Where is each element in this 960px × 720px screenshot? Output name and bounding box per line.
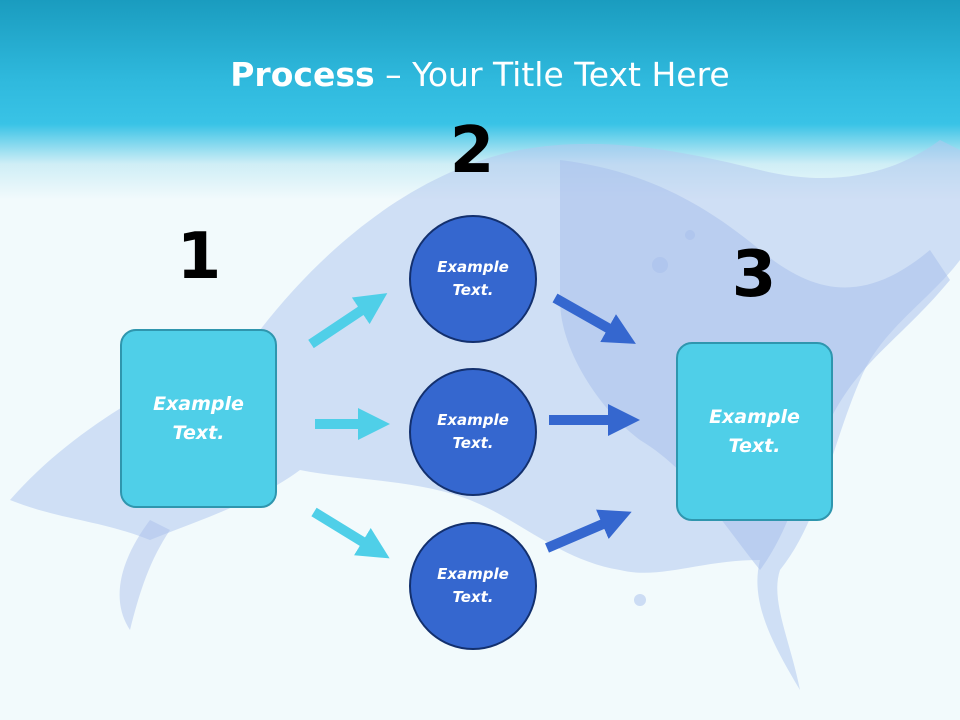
arrow-1-to-circle-1 bbox=[308, 293, 388, 349]
slide-title: Process – Your Title Text Here bbox=[0, 54, 960, 96]
step-2-circle-1-label: Example Text. bbox=[437, 258, 509, 299]
arrow-1-to-circle-3 bbox=[311, 507, 390, 559]
arrow-circle-3-to-3 bbox=[545, 509, 632, 553]
step-2-circle-1: Example Text. bbox=[409, 215, 537, 343]
step-2-circle-2: Example Text. bbox=[409, 368, 537, 496]
step-2-circle-3: Example Text. bbox=[409, 522, 537, 650]
title-rest: – Your Title Text Here bbox=[374, 55, 730, 94]
step-3-box: Example Text. bbox=[676, 342, 833, 521]
step-number-3: 3 bbox=[731, 238, 777, 312]
step-1-box: Example Text. bbox=[120, 329, 277, 508]
step-1-label: Example Text. bbox=[153, 392, 244, 444]
title-bold: Process bbox=[230, 55, 375, 94]
step-2-circle-2-label: Example Text. bbox=[437, 411, 509, 452]
step-number-2: 2 bbox=[449, 114, 495, 188]
step-number-1: 1 bbox=[176, 220, 222, 294]
step-3-label: Example Text. bbox=[709, 405, 800, 457]
arrow-circle-1-to-3 bbox=[552, 293, 636, 344]
step-2-circle-3-label: Example Text. bbox=[437, 565, 509, 606]
